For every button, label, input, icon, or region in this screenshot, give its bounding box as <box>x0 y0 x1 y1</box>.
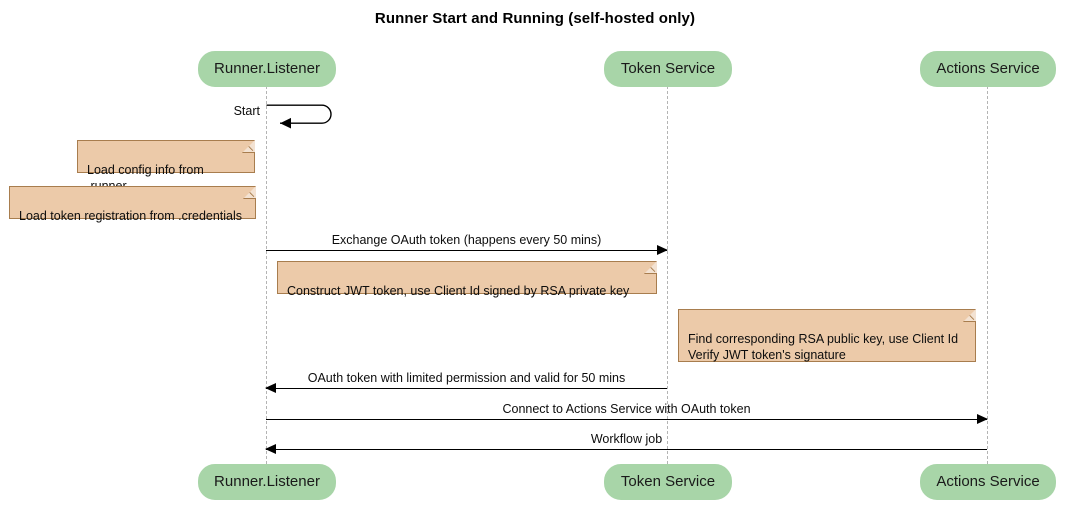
note-fold-corner-icon <box>644 261 657 274</box>
arrowhead-right-icon <box>657 245 668 255</box>
participant-token-top[interactable]: Token Service <box>604 51 732 87</box>
lifeline-token <box>667 86 668 464</box>
note-text: Construct JWT token, use Client Id signe… <box>287 284 630 298</box>
arrowhead-right-icon <box>977 414 988 424</box>
note-text: Load token registration from .credential… <box>19 209 243 223</box>
note-text: Find corresponding RSA public key, use C… <box>688 332 959 362</box>
participant-label: Actions Service <box>936 473 1040 490</box>
lifeline-runner <box>266 86 267 464</box>
message-connect-actions[interactable]: Connect to Actions Service with OAuth to… <box>266 402 988 424</box>
message-label: Exchange OAuth token (happens every 50 m… <box>331 233 602 247</box>
note-verify-jwt: Find corresponding RSA public key, use C… <box>678 309 976 362</box>
participant-runner-bottom[interactable]: Runner.Listener <box>198 464 336 500</box>
message-label: Connect to Actions Service with OAuth to… <box>502 402 751 416</box>
message-line <box>266 449 987 450</box>
message-workflow-job[interactable]: Workflow job <box>265 432 987 454</box>
lifeline-actions <box>987 86 988 464</box>
participant-label: Runner.Listener <box>214 60 320 77</box>
arrowhead-left-icon <box>265 383 276 393</box>
message-start[interactable] <box>266 104 334 129</box>
participant-label: Actions Service <box>936 60 1040 77</box>
participant-label: Token Service <box>620 60 716 77</box>
message-label: Workflow job <box>590 432 663 446</box>
participant-label: Runner.Listener <box>214 473 320 490</box>
diagram-title: Runner Start and Running (self-hosted on… <box>374 10 696 27</box>
message-oauth-return[interactable]: OAuth token with limited permission and … <box>265 371 667 393</box>
message-line <box>266 388 667 389</box>
participant-label: Token Service <box>620 473 716 490</box>
participant-token-bottom[interactable]: Token Service <box>604 464 732 500</box>
note-construct-jwt: Construct JWT token, use Client Id signe… <box>277 261 657 298</box>
participant-actions-top[interactable]: Actions Service <box>920 51 1056 87</box>
note-fold-corner-icon <box>242 140 255 153</box>
note-load-token: Load token registration from .credential… <box>9 186 256 223</box>
message-label: OAuth token with limited permission and … <box>307 371 626 385</box>
self-loop-arrow-icon <box>266 104 332 129</box>
message-start-label: Start <box>233 104 260 118</box>
arrowhead-left-icon <box>265 444 276 454</box>
note-fold-corner-icon <box>243 186 256 199</box>
participant-runner-top[interactable]: Runner.Listener <box>198 51 336 87</box>
message-line <box>266 250 667 251</box>
message-line <box>266 419 987 420</box>
participant-actions-bottom[interactable]: Actions Service <box>920 464 1056 500</box>
note-load-config: Load config info from .runner <box>77 140 255 193</box>
message-exchange-oauth[interactable]: Exchange OAuth token (happens every 50 m… <box>266 233 668 255</box>
note-fold-corner-icon <box>963 309 976 322</box>
